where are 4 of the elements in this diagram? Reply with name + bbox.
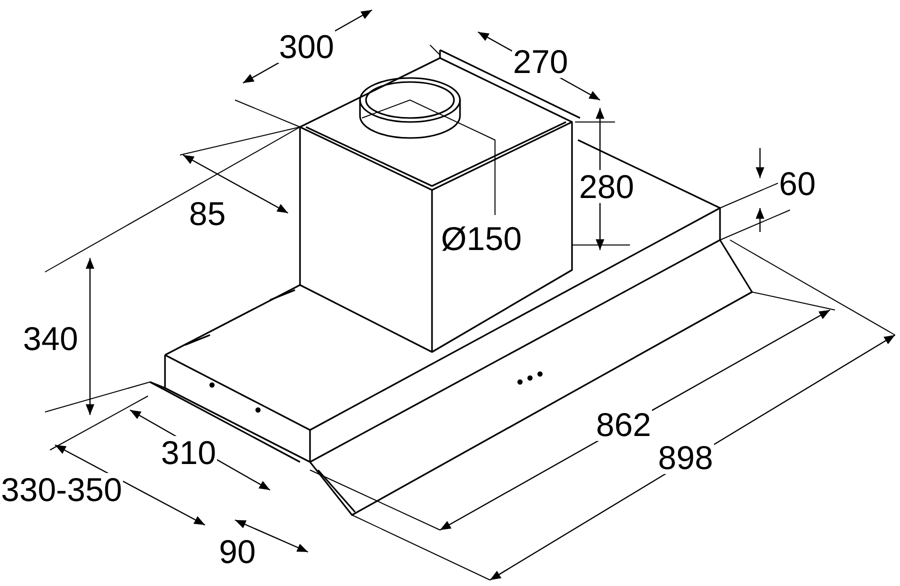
dimension-label: 300: [278, 30, 336, 63]
dimension-label: 862: [595, 408, 652, 441]
dimension-label: 280: [578, 170, 636, 203]
dimension-label: 898: [657, 441, 714, 474]
